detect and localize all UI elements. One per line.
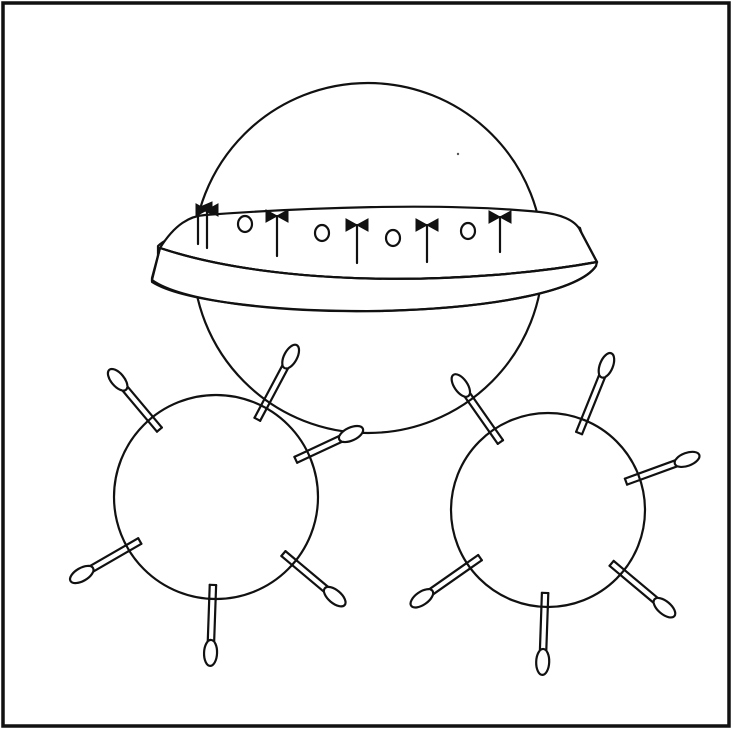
porthole	[461, 223, 475, 239]
porthole	[315, 225, 329, 241]
porthole	[386, 230, 400, 246]
virus-body	[114, 395, 318, 599]
virus-body	[451, 413, 645, 607]
porthole	[238, 216, 252, 232]
dome-highlight	[457, 153, 459, 155]
